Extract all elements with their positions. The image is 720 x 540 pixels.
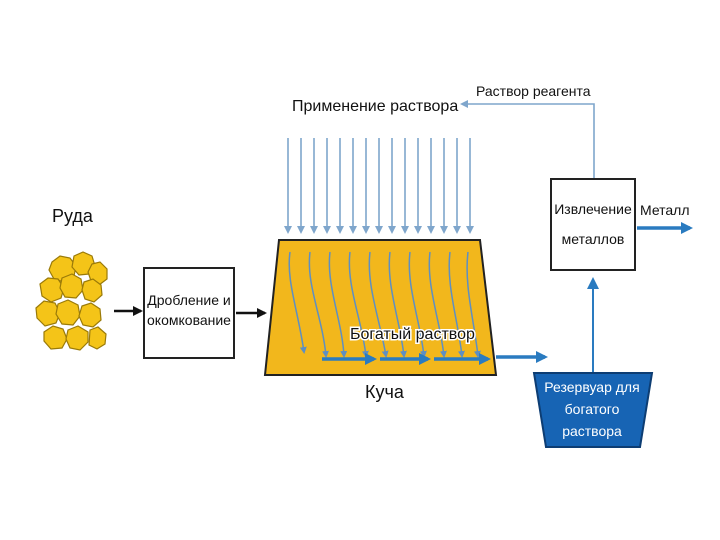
extraction-label-line1: Извлечение: [554, 201, 632, 217]
heap-label: Куча: [365, 382, 405, 402]
reservoir-shape: [532, 372, 654, 448]
reservoir-label-line1: Резервуар для: [544, 379, 639, 395]
reservoir-label-line3: раствора: [562, 423, 622, 439]
solution-application-label: Применение раствора: [292, 98, 458, 115]
crushing-box: [143, 267, 235, 359]
reservoir-label-line2: богатого: [565, 401, 620, 417]
spray-arrows: [284, 138, 474, 234]
heap-shape: [263, 239, 498, 376]
extraction-label-line2: металлов: [562, 231, 625, 247]
extraction-box: [550, 178, 636, 271]
percolation-lines: [288, 251, 481, 358]
reagent-solution-label: Раствор реагента: [476, 83, 591, 99]
metal-label: Металл: [640, 202, 690, 218]
ore-label: Руда: [52, 206, 94, 226]
ore-pile-icon: [35, 251, 108, 351]
rich-solution-label: Богатый раствор: [350, 326, 475, 343]
crushing-label-line1: Дробление и: [147, 292, 230, 308]
crushing-label-line2: окомкование: [147, 312, 231, 328]
reagent-return-line: [460, 100, 595, 178]
